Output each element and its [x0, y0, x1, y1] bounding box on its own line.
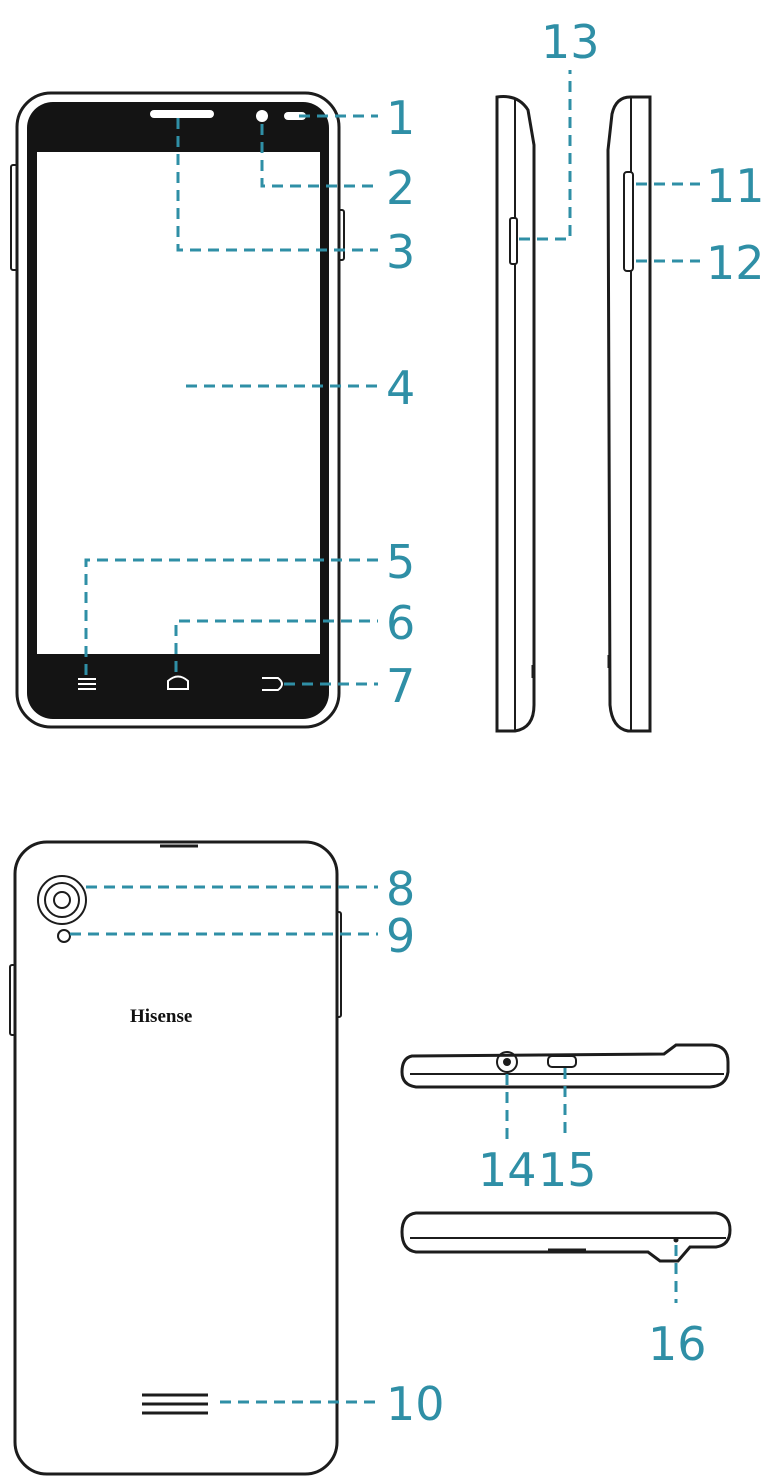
- right-side-view: [606, 95, 652, 733]
- back-key-icon: [262, 677, 283, 691]
- front-camera-icon: [256, 110, 268, 122]
- back-view: Hisense: [9, 840, 342, 1476]
- headset-jack-center: [503, 1058, 511, 1066]
- microphone-hole-icon: [673, 1237, 679, 1243]
- callout-9: 9: [386, 909, 415, 963]
- top-edge-view: [400, 1211, 732, 1263]
- leader-6: [174, 619, 378, 672]
- callout-15: 15: [538, 1143, 597, 1197]
- callout-11: 11: [706, 159, 765, 213]
- leader-5: [84, 558, 378, 675]
- usb-port-icon: [547, 1055, 577, 1068]
- callout-13: 13: [541, 15, 600, 69]
- flash-icon: [57, 929, 71, 943]
- callout-16: 16: [648, 1317, 707, 1371]
- callout-5: 5: [386, 535, 415, 589]
- callout-2: 2: [386, 161, 415, 215]
- callout-7: 7: [386, 659, 415, 713]
- callout-8: 8: [386, 862, 415, 916]
- leader-3: [176, 118, 378, 252]
- callout-10: 10: [386, 1377, 445, 1431]
- callout-14: 14: [478, 1143, 537, 1197]
- left-side-view: [495, 95, 536, 733]
- volume-rocker: [623, 171, 634, 272]
- menu-key-icon: [78, 678, 96, 690]
- back-body: [13, 840, 339, 1476]
- headset-jack-icon: [496, 1051, 518, 1073]
- callout-3: 3: [386, 225, 415, 279]
- leader-13: [519, 70, 572, 241]
- rear-camera-icon: [37, 875, 87, 925]
- leader-2: [260, 124, 378, 188]
- bottom-edge-view: [400, 1043, 730, 1089]
- proximity-sensor-icon: [284, 112, 306, 120]
- earpiece-icon: [150, 110, 214, 118]
- left-side-button: [509, 217, 518, 265]
- rear-speaker-icon: [142, 1393, 208, 1415]
- callout-numbers: 1 2 3 4 5 6 7 8 9 10 11 12 13 14 15 16: [386, 15, 765, 1431]
- callout-1: 1: [386, 91, 415, 145]
- callout-12: 12: [706, 236, 765, 290]
- brand-logo: Hisense: [130, 1006, 192, 1027]
- right-side-body: [606, 95, 652, 733]
- home-key-icon: [167, 675, 189, 690]
- callout-leaders: [70, 70, 700, 1404]
- callout-6: 6: [386, 596, 415, 650]
- callout-4: 4: [386, 361, 415, 415]
